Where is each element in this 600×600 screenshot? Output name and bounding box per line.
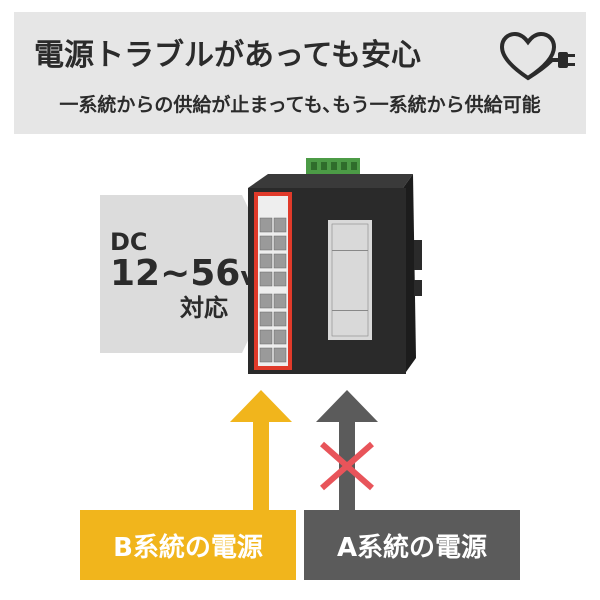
b-source-label: B系統の電源: [80, 510, 296, 580]
spec-voltage: 12~56: [110, 253, 241, 294]
spec-dc: DC: [110, 228, 148, 256]
industrial-ethernet-switch-icon: [248, 158, 422, 374]
heart-plug-icon: [500, 32, 575, 81]
a-source-label: A系統の電源: [304, 510, 520, 580]
blocked-x-icon: [320, 441, 374, 491]
subline: 一系統からの供給が止まっても､もう一系統から供給可能: [59, 94, 541, 116]
a-power-arrow: [316, 390, 378, 512]
spec-text: DC 12~56v 対応: [110, 230, 257, 320]
spec-panel: [100, 195, 280, 353]
banner: 電源トラブルがあっても安心 一系統からの供給が止まっても､もう一系統から供給可能: [14, 12, 586, 134]
spec-support: 対応: [180, 294, 228, 322]
b-power-arrow: [230, 390, 292, 512]
headline: 電源トラブルがあっても安心: [34, 38, 421, 73]
